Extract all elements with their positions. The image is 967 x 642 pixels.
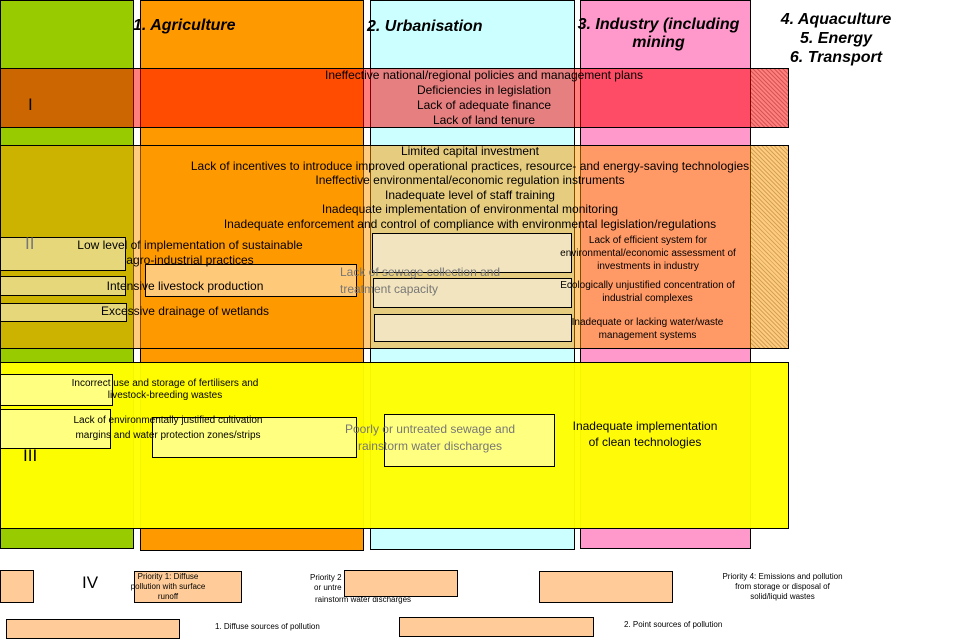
row2-item: Inadequate implementation of environment… <box>321 202 619 216</box>
urban-untreated-sewage: Poorly or untreated sewage and rainstorm… <box>330 421 530 455</box>
priority-4-text: Priority 4: Emissions and pollution from… <box>720 572 845 602</box>
legend-swatch-a <box>0 570 34 603</box>
text: or untre <box>314 583 342 592</box>
priority-3-box <box>539 571 673 603</box>
row-label-iii: III <box>23 446 38 465</box>
text: Inadequate implementation of clean techn… <box>572 419 718 449</box>
urban-box-1 <box>372 233 572 273</box>
priority-2-box <box>344 570 458 597</box>
sector-aquaculture: 4. Aquaculture <box>780 11 892 28</box>
agri-box-2 <box>0 276 126 296</box>
agri-box-4 <box>145 264 357 297</box>
row1-text: Ineffective national/regional policies a… <box>284 68 684 128</box>
row1-item: Lack of adequate finance <box>416 98 552 112</box>
row-label-iv: IV <box>82 573 99 592</box>
text: Lack of environmentally justified cultiv… <box>73 415 263 441</box>
sector-energy: 5. Energy <box>799 30 873 47</box>
agri-box-7 <box>152 417 357 458</box>
industry-water-waste: Inadequate or lacking water/waste manage… <box>560 316 735 342</box>
agri-box-3 <box>0 303 127 322</box>
agri-box-5 <box>0 374 113 406</box>
text: Lack of sewage collection and treatment … <box>340 265 501 296</box>
priority-2-text: Priority 2 or untre rainstorm water disc… <box>310 573 420 605</box>
row2-item: Inadequate level of staff training <box>385 187 555 202</box>
row1-band <box>0 68 789 128</box>
priority-1-box <box>134 571 242 603</box>
legend-diffuse: 1. Diffuse sources of pollution <box>215 622 320 631</box>
row1-item: Ineffective national/regional policies a… <box>325 68 643 82</box>
urban-box-4 <box>384 414 555 467</box>
text: Low level of implementation of sustainab… <box>77 238 303 267</box>
legend-swatch-diffuse <box>6 619 180 639</box>
row-label-i: I <box>28 95 33 114</box>
agri-low-implementation: Low level of implementation of sustainab… <box>70 238 310 268</box>
header-urbanisation: 2. Urbanisation <box>367 18 483 35</box>
urban-box-2 <box>373 278 572 308</box>
header-industry: 3. Industry (including mining <box>566 16 751 52</box>
row2-item: Lack of incentives to introduce improved… <box>190 158 750 173</box>
row1-item: Lack of land tenure <box>432 113 536 127</box>
sector-transport: 6. Transport <box>789 49 883 66</box>
text: Incorrect use and storage of fertilisers… <box>71 378 259 401</box>
urban-box-3 <box>374 314 572 342</box>
text: Priority 4: Emissions and pollution from… <box>722 572 843 601</box>
text: Poorly or untreated sewage and rainstorm… <box>344 422 516 453</box>
row2-item: Inadequate enforcement and control of co… <box>223 216 717 231</box>
agri-fertilisers: Incorrect use and storage of fertilisers… <box>70 378 260 402</box>
priority-1-text: Priority 1: Diffuse pollution with surfa… <box>130 572 206 602</box>
agri-cultivation-margins: Lack of environmentally justified cultiv… <box>68 413 268 443</box>
text: Lack of efficient system for environment… <box>560 235 736 272</box>
header-agriculture: 1. Agriculture <box>133 17 236 34</box>
agri-box-6 <box>0 409 111 449</box>
row-label-ii: II <box>25 234 35 253</box>
row2-text: Limited capital investment Lack of incen… <box>170 144 770 231</box>
legend-swatch-point <box>480 617 594 637</box>
urban-sewage-capacity: Lack of sewage collection and treatment … <box>336 264 530 298</box>
legend-swatch-point-a <box>399 617 480 637</box>
industry-concentration: Ecologically unjustified concentration o… <box>550 279 745 305</box>
agri-intensive-livestock: Intensive livestock production <box>106 279 264 293</box>
legend-point: 2. Point sources of pollution <box>624 620 723 629</box>
row2-item: Ineffective environmental/economic regul… <box>315 173 625 187</box>
agri-drainage-wetlands: Excessive drainage of wetlands <box>100 304 270 318</box>
header-industry-text: 3. Industry (including mining <box>577 16 740 51</box>
industry-clean-technologies: Inadequate implementation of clean techn… <box>570 418 720 450</box>
text: rainstorm water discharges <box>315 595 412 604</box>
text: Ecologically unjustified concentration o… <box>560 280 735 304</box>
agri-box-1 <box>0 237 126 271</box>
text: Priority 1: Diffuse pollution with surfa… <box>130 572 206 601</box>
text: Inadequate or lacking water/waste manage… <box>571 317 724 341</box>
row2-item: Limited capital investment <box>400 144 540 158</box>
industry-assessment: Lack of efficient system for environment… <box>548 234 748 273</box>
row1-item: Deficiencies in legislation <box>416 83 552 97</box>
text: Priority 2 <box>310 573 342 582</box>
header-other-sectors: 4. Aquaculture 5. Energy 6. Transport <box>760 10 912 67</box>
